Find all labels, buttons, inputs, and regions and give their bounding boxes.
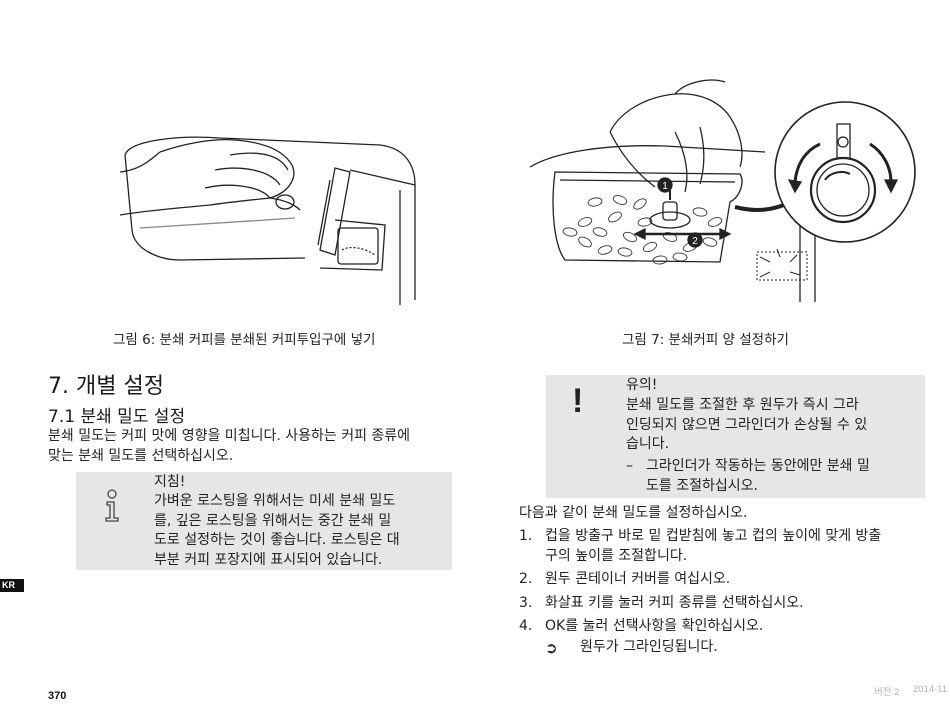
caution-bullet-dash: – bbox=[626, 458, 633, 474]
caution-bullet-line: 도를 조절하십시오. bbox=[646, 477, 758, 494]
figure-7-illustration: 1 2 bbox=[525, 72, 925, 302]
step-number: 2. bbox=[519, 571, 533, 587]
tip-line: 부분 커피 포장지에 표시되어 있습니다. bbox=[154, 551, 383, 568]
exclamation-icon: ! bbox=[572, 382, 584, 420]
section-title: 7. 개별 설정 bbox=[48, 374, 164, 399]
tip-body: 가벼운 로스팅을 위해서는 미세 분쇄 밀도 를, 깊은 로스팅을 위해서는 중… bbox=[154, 492, 400, 570]
tip-line: 를, 깊은 로스팅을 위해서는 중간 분쇄 밀 bbox=[154, 512, 392, 529]
tip-title: 지침! bbox=[154, 474, 186, 490]
caution-bullet: 그라인더가 작동하는 동안에만 분쇄 밀 도를 조절하십시오. bbox=[646, 457, 870, 496]
caution-note: ! 유의! 분쇄 밀도를 조절한 후 원두가 즉시 그라 인딩되지 않으면 그라… bbox=[546, 375, 925, 498]
result-text: 원두가 그라인딩됩니다. bbox=[580, 639, 718, 655]
step-line: 원두 콘테이너 커버를 여십시오. bbox=[545, 571, 731, 587]
figure-7-caption: 그림 7: 분쇄커피 양 설정하기 bbox=[622, 332, 789, 348]
caution-line: 습니다. bbox=[626, 436, 670, 452]
caution-body: 분쇄 밀도를 조절한 후 원두가 즉시 그라 인딩되지 않으면 그라인더가 손상… bbox=[626, 396, 867, 455]
info-icon bbox=[105, 489, 119, 522]
step-text: 컵을 방출구 바로 밑 컵받침에 놓고 컵의 높이에 맞게 방출 구의 높이를 … bbox=[545, 527, 881, 566]
caution-bullet-line: 그라인더가 작동하는 동안에만 분쇄 밀 bbox=[646, 458, 870, 474]
step-text: 화살표 키를 눌러 커피 종류를 선택하십시오. bbox=[545, 594, 804, 614]
step-number: 3. bbox=[519, 595, 533, 611]
tip-note: 지침! 가벼운 로스팅을 위해서는 미세 분쇄 밀도 를, 깊은 로스팅을 위해… bbox=[76, 472, 452, 570]
language-tab: KR bbox=[0, 579, 24, 592]
step-number: 4. bbox=[519, 618, 533, 634]
caution-line: 인딩되지 않으면 그라인더가 손상될 수 있 bbox=[626, 416, 868, 433]
steps-intro: 다음과 같이 분쇄 밀도를 설정하십시오. bbox=[519, 505, 748, 521]
step-line: 구의 높이를 조절합니다. bbox=[545, 547, 688, 564]
figure-6-illustration bbox=[120, 110, 440, 310]
tip-line: 도로 설정하는 것이 좋습니다. 로스팅은 대 bbox=[154, 532, 400, 548]
footer-version: 버전 2 bbox=[874, 687, 900, 698]
figure-6-caption: 그림 6: 분쇄 커피를 분쇄된 커피투입구에 넣기 bbox=[113, 332, 376, 348]
figure-7-marker-2: 2 bbox=[692, 236, 698, 247]
step-line: 컵을 방출구 바로 밑 컵받침에 놓고 컵의 높이에 맞게 방출 bbox=[545, 528, 882, 544]
caution-line: 분쇄 밀도를 조절한 후 원두가 즉시 그라 bbox=[626, 397, 859, 413]
intro-line: 분쇄 밀도는 커피 맛에 영향을 미칩니다. 사용하는 커피 종류에 bbox=[48, 428, 411, 444]
step-text: 원두 콘테이너 커버를 여십시오. bbox=[545, 570, 730, 590]
subsection-title: 7.1 분쇄 밀도 설정 bbox=[48, 407, 186, 427]
intro-paragraph: 분쇄 밀도는 커피 맛에 영향을 미칩니다. 사용하는 커피 종류에 맞는 분쇄… bbox=[48, 426, 488, 466]
step-number: 1. bbox=[519, 528, 533, 544]
step-line: OK를 눌러 선택사항을 확인하십시오. bbox=[545, 618, 764, 634]
caution-title: 유의! bbox=[626, 377, 658, 393]
step-text: OK를 눌러 선택사항을 확인하십시오. bbox=[545, 617, 763, 637]
page-number: 370 bbox=[48, 690, 67, 702]
footer-date: 2014-11 bbox=[913, 684, 948, 695]
figure-7-marker-1: 1 bbox=[662, 181, 668, 192]
step-line: 화살표 키를 눌러 커피 종류를 선택하십시오. bbox=[545, 595, 804, 611]
tip-line: 가벼운 로스팅을 위해서는 미세 분쇄 밀도 bbox=[154, 493, 396, 509]
result-arrow-icon: ➲ bbox=[545, 639, 558, 657]
intro-line: 맞는 분쇄 밀도를 선택하십시오. bbox=[48, 448, 234, 464]
